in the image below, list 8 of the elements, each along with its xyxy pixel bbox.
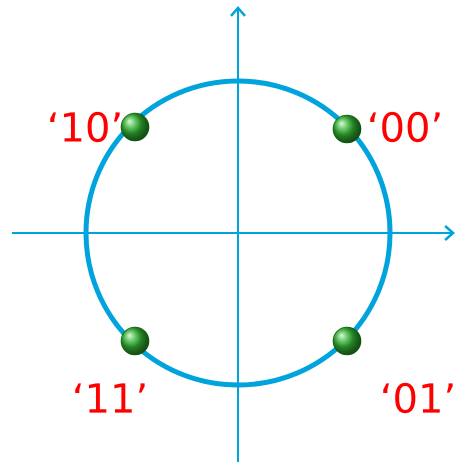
point-label: ‘10’ (50, 112, 120, 142)
constellation-point (332, 326, 362, 356)
point-label: ‘11’ (75, 383, 145, 413)
constellation-point (120, 112, 150, 142)
point-label: ‘00’ (370, 112, 440, 142)
point-label: ‘01’ (383, 382, 453, 414)
constellation-point (120, 326, 150, 356)
constellation-point (332, 114, 362, 144)
